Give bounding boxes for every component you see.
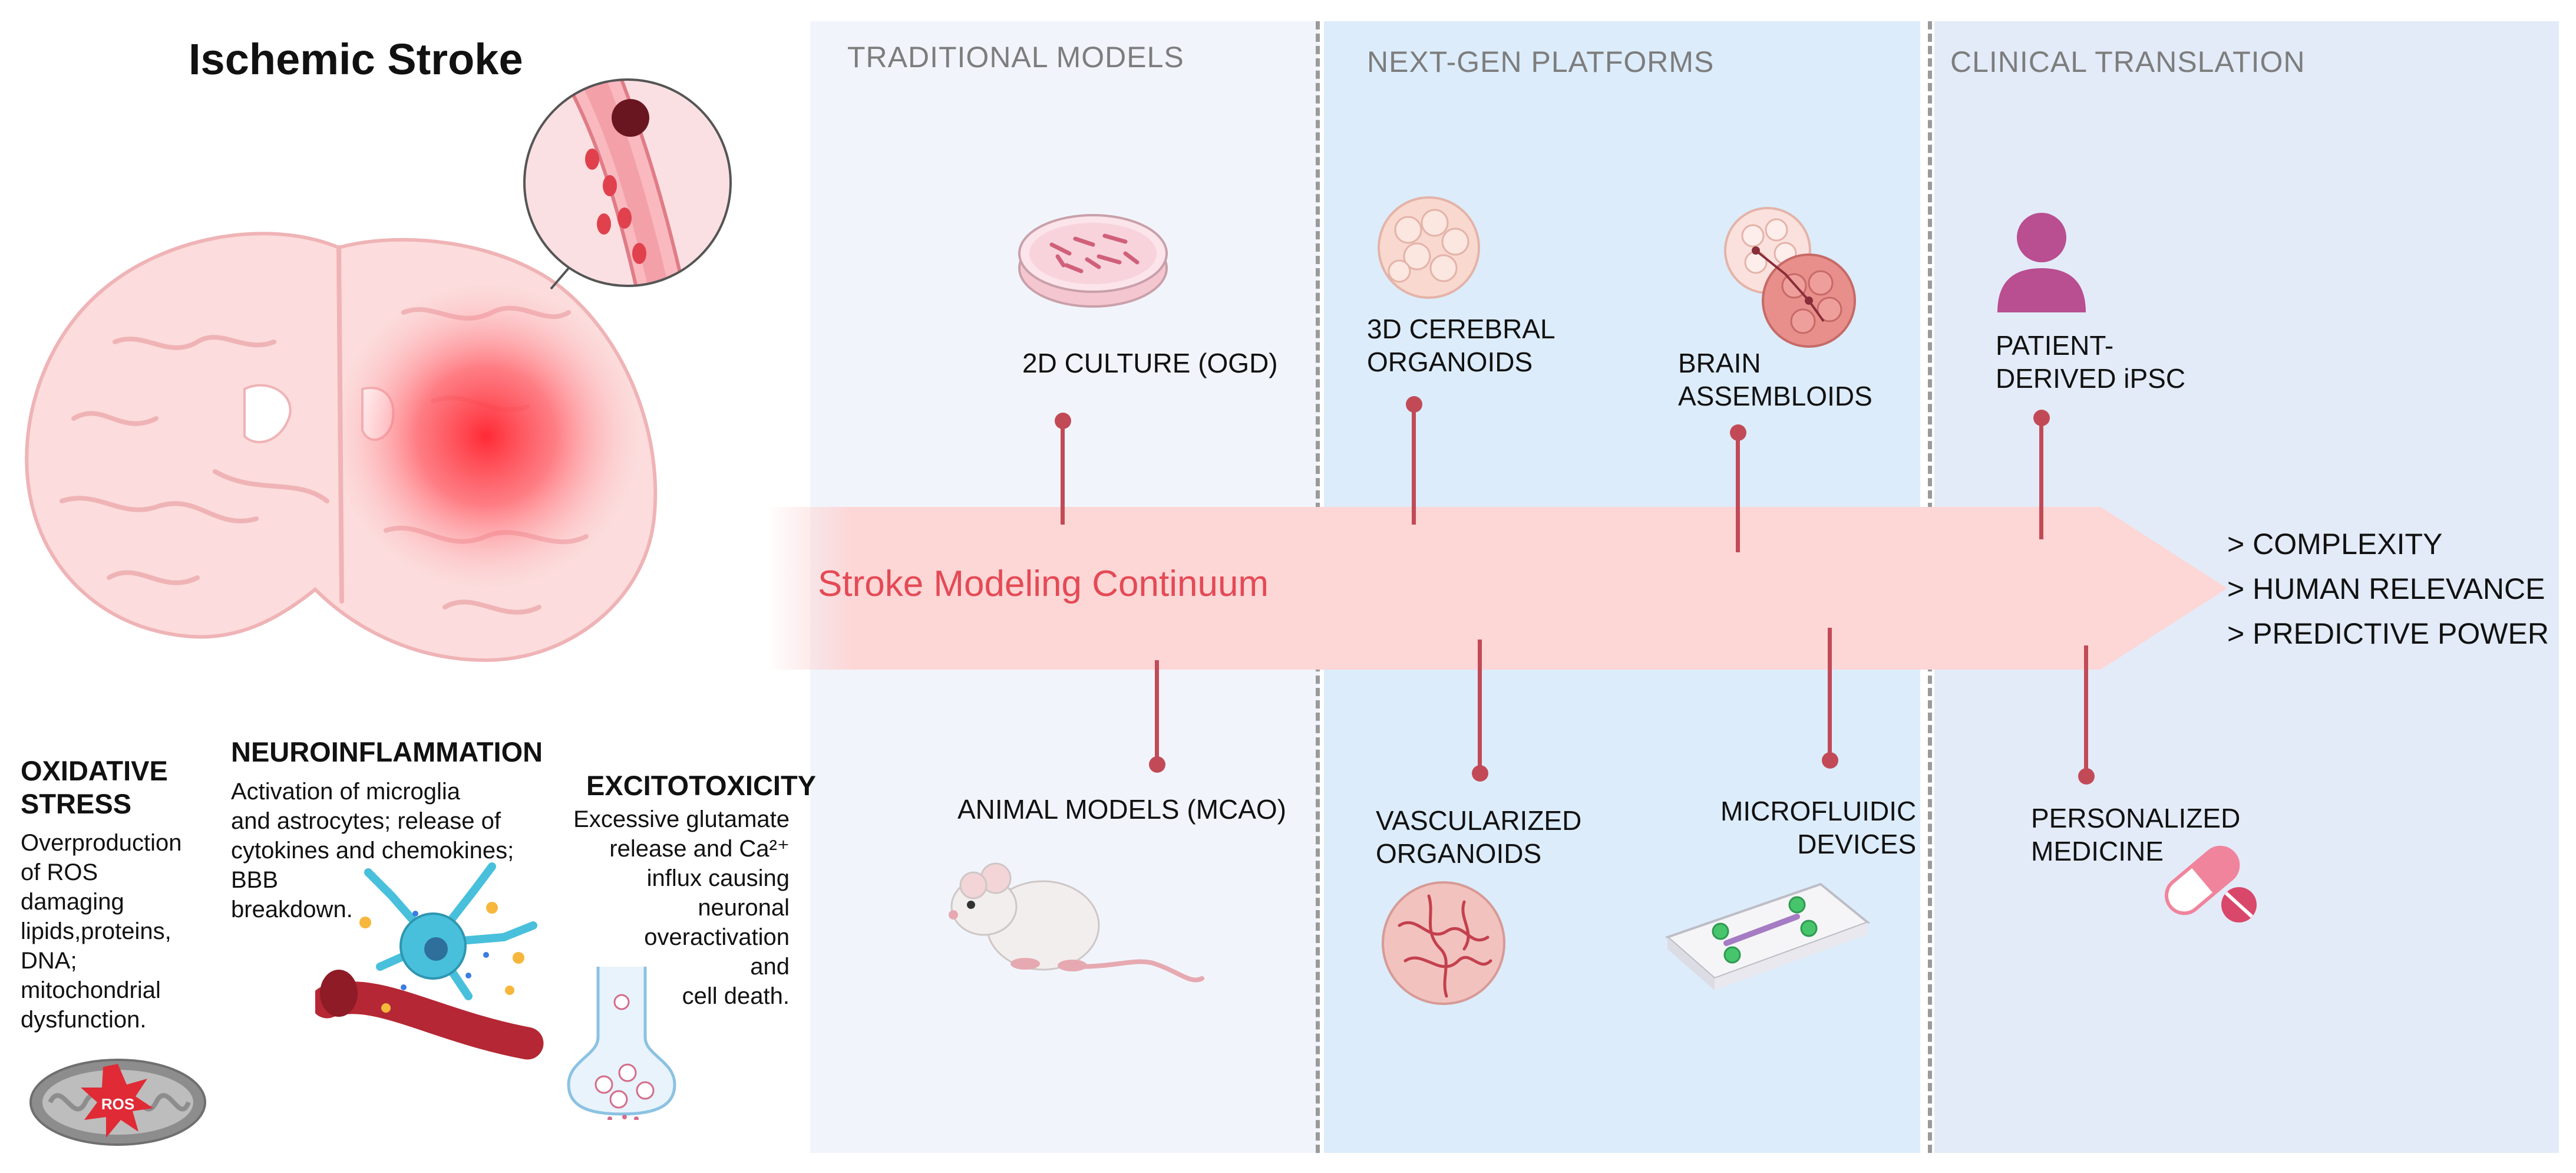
label-microfluidic: MICROFLUIDIC DEVICES (1720, 796, 1917, 859)
outcome-list: > COMPLEXITY > HUMAN RELEVANCE > PREDICT… (2227, 522, 2549, 656)
mechanism-title-oxidative-stress: OXIDATIVE STRESS (21, 755, 168, 819)
section-title-traditional: TRADITIONAL MODELS (847, 41, 1184, 74)
outcome-predictive-power: > PREDICTIVE POWER (2227, 617, 2549, 650)
label-personalized: PERSONALIZED MEDICINE (2031, 803, 2241, 866)
mechanism-text-oxidative-stress: Overproduction of ROS damaging lipids,pr… (21, 830, 182, 1033)
pin-animal-models (1149, 756, 1165, 773)
label-assembloids: BRAIN ASSEMBLOIDS (1678, 348, 1872, 411)
mouse-icon (949, 862, 1204, 983)
section-title-nextgen: NEXT-GEN PLATFORMS (1367, 45, 1715, 78)
label-ipsc: PATIENT- DERIVED iPSC (1996, 330, 2186, 394)
brain-infarct-icon (25, 232, 658, 663)
label-animal-models: ANIMAL MODELS (MCAO) (957, 794, 1287, 825)
mechanism-title-neuroinflammation: NEUROINFLAMMATION (231, 736, 543, 767)
label-2d-culture: 2D CULTURE (OGD) (1022, 348, 1278, 378)
section-title-clinical: CLINICAL TRANSLATION (1950, 45, 2306, 78)
continuum-arrow (766, 507, 2227, 670)
patient-icon (1997, 213, 2086, 312)
label-3d-organoids: 3D CEREBRAL ORGANOIDS (1367, 314, 1555, 377)
outcome-human-relevance: > HUMAN RELEVANCE (2227, 572, 2545, 605)
synapse-icon (567, 967, 676, 1120)
mechanism-title-excitotoxicity: EXCITOTOXICITY (586, 770, 816, 801)
outcome-complexity: > COMPLEXITY (2227, 528, 2443, 561)
neuron-icon (315, 862, 544, 1060)
mechanism-text-neuroinflammation: Activation of microglia and astrocytes; … (231, 779, 514, 922)
pin-microfluidic (1822, 752, 1838, 769)
organoid-icon (1378, 196, 1480, 299)
page-title: Ischemic Stroke (189, 35, 523, 84)
mechanism-text-excitotoxicity: Excessive glutamate release and Ca²⁺ inf… (573, 806, 790, 1009)
ros-label: ROS (101, 1095, 134, 1113)
pin-personalized (2078, 768, 2095, 785)
pill-icon (2165, 845, 2257, 922)
continuum-label: Stroke Modeling Continuum (818, 564, 1269, 604)
pin-vascularized-organoids (1472, 765, 1488, 782)
blood-vessel-clot-icon (523, 78, 732, 287)
petri-dish-icon (1018, 214, 1168, 308)
label-vascularized-organoids: VASCULARIZED ORGANOIDS (1376, 805, 1582, 869)
microfluidic-chip-icon (1665, 882, 1870, 990)
assembloid-icon (1724, 207, 1856, 348)
vascularized-organoid-icon (1382, 881, 1505, 1005)
mitochondrion-icon: ROS (29, 1059, 206, 1146)
